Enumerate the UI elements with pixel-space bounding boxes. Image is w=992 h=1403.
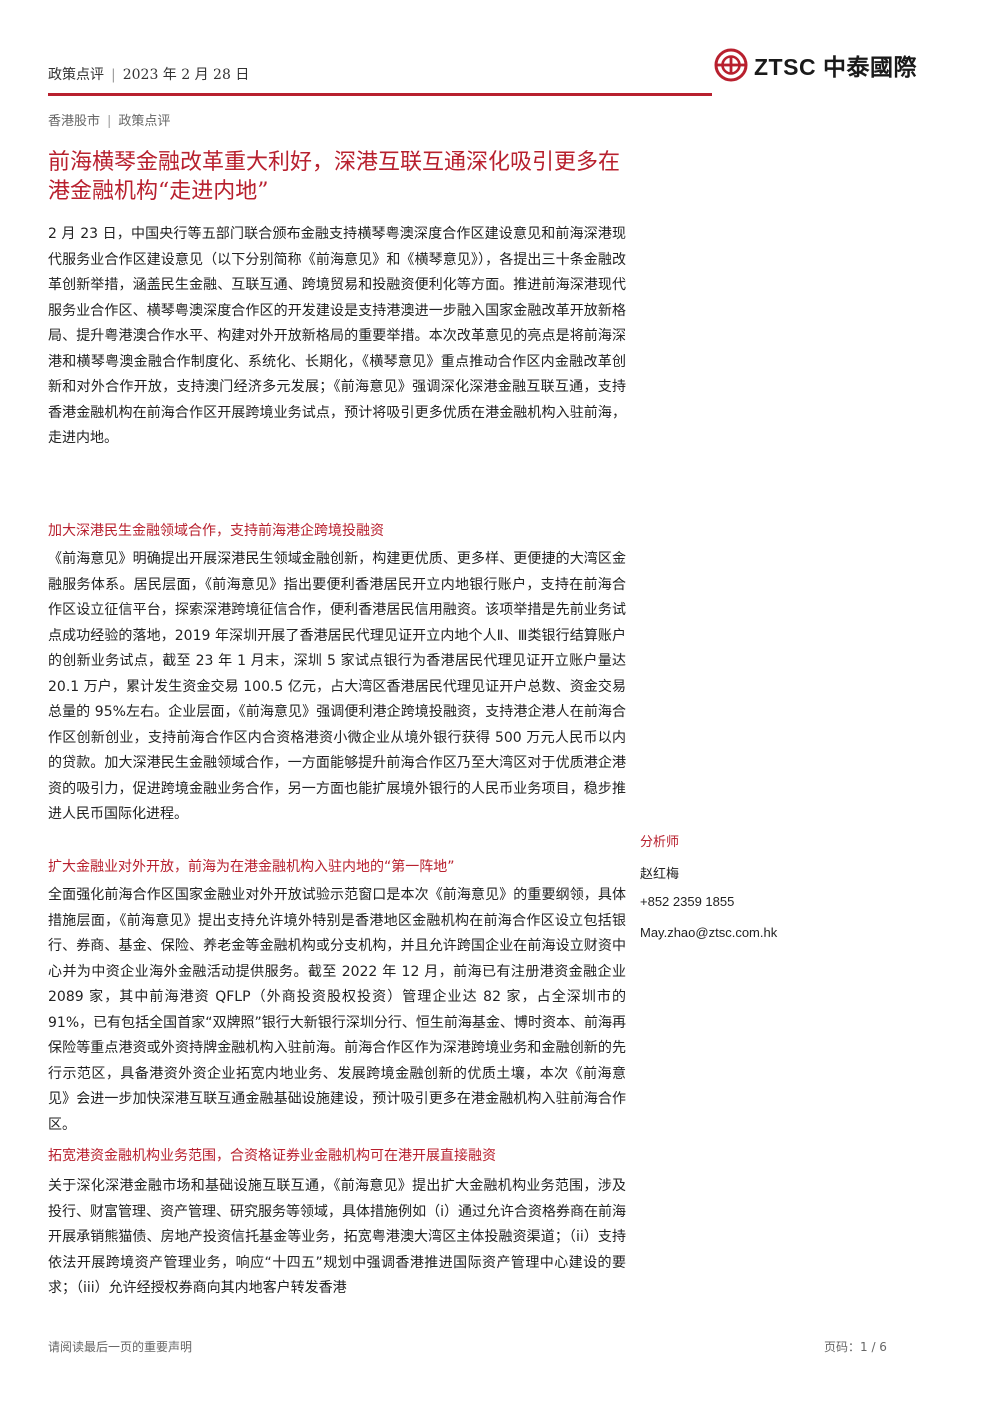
footer-page-number: 页码：1 / 6 — [824, 1340, 887, 1354]
report-header-info: 政策点评 | 2023 年 2 月 28 日 — [48, 64, 249, 84]
intro-text: 2 月 23 日，中国央行等五部门联合颁布金融支持横琴粤澳深度合作区建设意见和前… — [48, 226, 626, 446]
company-logo: ZTSC 中泰國際 — [714, 46, 917, 84]
logo-text: ZTSC 中泰國際 — [754, 54, 917, 80]
breadcrumb-separator: | — [107, 114, 112, 129]
section-text-2: 全面强化前海合作区国家金融业对外开放试验示范窗口是本次《前海意见》的重要纲领，具… — [48, 887, 626, 1133]
breadcrumb-category: 政策点评 — [118, 114, 171, 129]
header-divider — [48, 93, 712, 96]
report-type: 政策点评 — [48, 67, 104, 83]
breadcrumb: 香港股市 | 政策点评 — [48, 110, 170, 129]
section-body-2: 全面强化前海合作区国家金融业对外开放试验示范窗口是本次《前海意见》的重要纲领，具… — [48, 883, 626, 1138]
section-text-1: 《前海意见》明确提出开展深港民生领域金融创新，构建更优质、更多样、更便捷的大湾区… — [48, 551, 626, 822]
analyst-phone: +852 2359 1855 — [640, 894, 735, 909]
intro-paragraph: 2 月 23 日，中国央行等五部门联合颁布金融支持横琴粤澳深度合作区建设意见和前… — [48, 222, 626, 502]
ztsc-logo-icon — [714, 48, 748, 82]
breadcrumb-market: 香港股市 — [48, 114, 101, 129]
analyst-label: 分析师 — [640, 835, 680, 850]
page-title: 前海横琴金融改革重大利好，深港互联互通深化吸引更多在港金融机构“走进内地” — [48, 150, 621, 204]
footer-disclaimer: 请阅读最后一页的重要声明 — [48, 1340, 193, 1354]
section-heading-3: 拓宽港资金融机构业务范围，合资格证券业金融机构可在港开展直接融资 — [48, 1148, 496, 1164]
analyst-name: 赵红梅 — [640, 866, 680, 881]
section-text-3: 关于深化深港金融市场和基础设施互联互通，《前海意见》提出扩大金融机构业务范围，涉… — [48, 1178, 626, 1296]
section-body-3: 关于深化深港金融市场和基础设施互联互通，《前海意见》提出扩大金融机构业务范围，涉… — [48, 1174, 626, 1314]
section-heading-1: 加大深港民生金融领域合作，支持前海港企跨境投融资 — [48, 523, 384, 539]
analyst-email[interactable]: May.zhao@ztsc.com.hk — [640, 925, 778, 940]
header-separator: | — [111, 67, 116, 83]
section-heading-2: 扩大金融业对外开放，前海为在港金融机构入驻内地的“第一阵地” — [48, 859, 455, 875]
section-body-1: 《前海意见》明确提出开展深港民生领域金融创新，构建更优质、更多样、更便捷的大湾区… — [48, 547, 626, 847]
report-date: 2023 年 2 月 28 日 — [122, 67, 250, 83]
